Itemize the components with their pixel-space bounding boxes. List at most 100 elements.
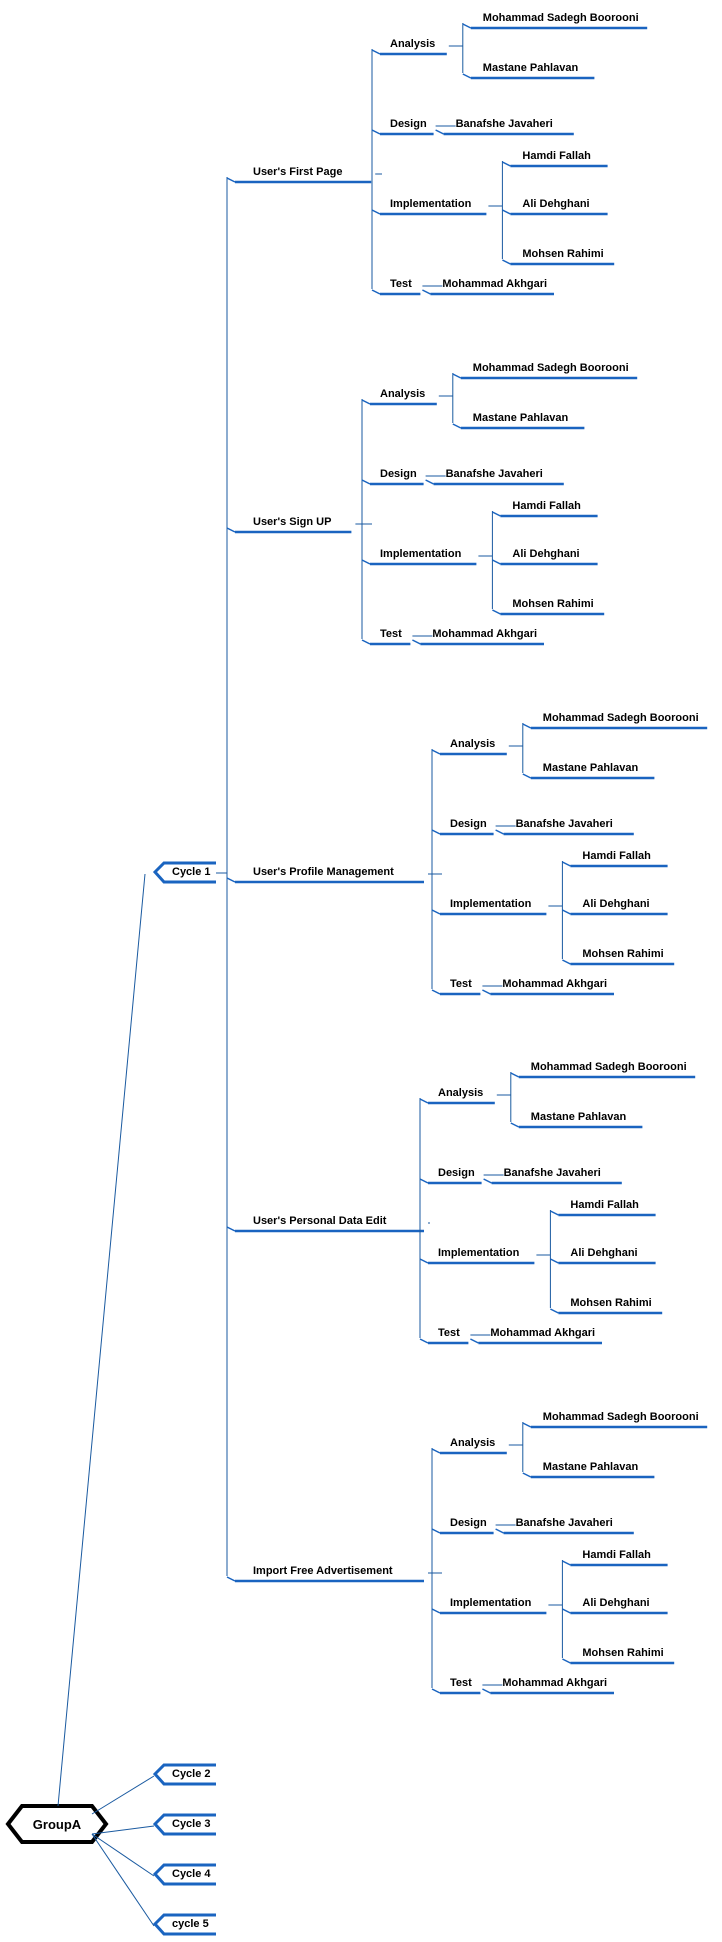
task-node-implementation[interactable]: Implementation: [438, 1247, 520, 1259]
task-node-analysis[interactable]: Analysis: [450, 1437, 495, 1449]
person-node[interactable]: Ali Dehghani: [512, 548, 579, 560]
person-label[interactable]: Mastane Pahlavan: [543, 762, 639, 774]
person-node[interactable]: Banafshe Javaheri: [446, 468, 543, 480]
person-node[interactable]: Mastane Pahlavan: [543, 762, 639, 774]
person-node[interactable]: Mastane Pahlavan: [543, 1461, 639, 1473]
person-label[interactable]: Banafshe Javaheri: [456, 118, 553, 130]
person-label[interactable]: Mohammad Akhgari: [502, 978, 607, 990]
task-label[interactable]: Implementation: [438, 1247, 520, 1259]
task-label[interactable]: Design: [450, 818, 487, 830]
feature-label[interactable]: User's Sign UP: [253, 516, 331, 528]
person-node[interactable]: Ali Dehghani: [582, 898, 649, 910]
person-node[interactable]: Mohammad Sadegh Boorooni: [473, 362, 629, 374]
person-label[interactable]: Mohammad Sadegh Boorooni: [531, 1061, 687, 1073]
person-label[interactable]: Ali Dehghani: [522, 198, 589, 210]
cycle-label[interactable]: Cycle 3: [172, 1818, 211, 1830]
person-label[interactable]: Mohammad Akhgari: [442, 278, 547, 290]
person-node[interactable]: Mastane Pahlavan: [473, 412, 569, 424]
task-node-test[interactable]: Test: [450, 978, 472, 990]
person-label[interactable]: Banafshe Javaheri: [446, 468, 543, 480]
person-label[interactable]: Mohammad Akhgari: [502, 1677, 607, 1689]
feature-label[interactable]: Import Free Advertisement: [253, 1565, 393, 1577]
task-node-design[interactable]: Design: [438, 1167, 475, 1179]
task-label[interactable]: Analysis: [380, 388, 425, 400]
cycle-node-4[interactable]: Cycle 4: [152, 1863, 216, 1886]
person-node[interactable]: Hamdi Fallah: [582, 850, 651, 862]
task-label[interactable]: Implementation: [450, 1597, 532, 1609]
person-node[interactable]: Mastane Pahlavan: [483, 62, 579, 74]
task-label[interactable]: Analysis: [450, 738, 495, 750]
task-label[interactable]: Test: [390, 278, 412, 290]
task-label[interactable]: Design: [438, 1167, 475, 1179]
person-node[interactable]: Mohammad Akhgari: [490, 1327, 595, 1339]
person-label[interactable]: Mohammad Sadegh Boorooni: [543, 1411, 699, 1423]
task-node-analysis[interactable]: Analysis: [438, 1087, 483, 1099]
person-label[interactable]: Mastane Pahlavan: [473, 412, 569, 424]
person-node[interactable]: Mohammad Sadegh Boorooni: [483, 12, 639, 24]
task-label[interactable]: Implementation: [380, 548, 462, 560]
person-label[interactable]: Hamdi Fallah: [582, 850, 651, 862]
task-label[interactable]: Analysis: [450, 1437, 495, 1449]
person-label[interactable]: Mohsen Rahimi: [522, 248, 603, 260]
person-node[interactable]: Banafshe Javaheri: [516, 818, 613, 830]
person-label[interactable]: Hamdi Fallah: [512, 500, 581, 512]
task-label[interactable]: Design: [380, 468, 417, 480]
person-label[interactable]: Mastane Pahlavan: [543, 1461, 639, 1473]
person-node[interactable]: Mohammad Akhgari: [502, 1677, 607, 1689]
feature-label[interactable]: User's Profile Management: [253, 866, 394, 878]
task-node-analysis[interactable]: Analysis: [380, 388, 425, 400]
feature-node-1[interactable]: User's First Page: [253, 166, 342, 178]
cycle-label[interactable]: Cycle 4: [172, 1868, 211, 1880]
person-label[interactable]: Hamdi Fallah: [570, 1199, 639, 1211]
person-node[interactable]: Mohsen Rahimi: [582, 1647, 663, 1659]
task-node-test[interactable]: Test: [380, 628, 402, 640]
task-label[interactable]: Design: [390, 118, 427, 130]
feature-node-4[interactable]: User's Personal Data Edit: [253, 1215, 387, 1227]
root-label[interactable]: GroupA: [33, 1817, 82, 1832]
person-node[interactable]: Banafshe Javaheri: [516, 1517, 613, 1529]
person-node[interactable]: Ali Dehghani: [582, 1597, 649, 1609]
person-node[interactable]: Banafshe Javaheri: [456, 118, 553, 130]
person-node[interactable]: Ali Dehghani: [522, 198, 589, 210]
feature-label[interactable]: User's Personal Data Edit: [253, 1215, 387, 1227]
person-node[interactable]: Mastane Pahlavan: [531, 1111, 627, 1123]
feature-node-2[interactable]: User's Sign UP: [253, 516, 331, 528]
cycle-node-5[interactable]: cycle 5: [152, 1913, 216, 1936]
person-label[interactable]: Mohammad Akhgari: [432, 628, 537, 640]
person-node[interactable]: Mohammad Sadegh Boorooni: [543, 712, 699, 724]
person-node[interactable]: Banafshe Javaheri: [504, 1167, 601, 1179]
person-label[interactable]: Ali Dehghani: [570, 1247, 637, 1259]
cycle-label[interactable]: Cycle 2: [172, 1768, 211, 1780]
task-label[interactable]: Test: [438, 1327, 460, 1339]
feature-label[interactable]: User's First Page: [253, 166, 342, 178]
task-label[interactable]: Design: [450, 1517, 487, 1529]
cycle-label[interactable]: cycle 5: [172, 1918, 209, 1930]
root-node[interactable]: [5, 1804, 109, 1844]
person-label[interactable]: Mohammad Sadegh Boorooni: [543, 712, 699, 724]
task-label[interactable]: Test: [380, 628, 402, 640]
person-label[interactable]: Ali Dehghani: [582, 898, 649, 910]
task-node-design[interactable]: Design: [450, 1517, 487, 1529]
task-node-analysis[interactable]: Analysis: [450, 738, 495, 750]
task-node-implementation[interactable]: Implementation: [450, 1597, 532, 1609]
person-node[interactable]: Mohsen Rahimi: [512, 598, 593, 610]
person-node[interactable]: Mohammad Akhgari: [502, 978, 607, 990]
person-label[interactable]: Mohsen Rahimi: [512, 598, 593, 610]
person-label[interactable]: Mohammad Akhgari: [490, 1327, 595, 1339]
person-label[interactable]: Banafshe Javaheri: [504, 1167, 601, 1179]
cycle-node-3[interactable]: Cycle 3: [152, 1813, 216, 1836]
task-label[interactable]: Test: [450, 978, 472, 990]
person-label[interactable]: Banafshe Javaheri: [516, 818, 613, 830]
task-label[interactable]: Implementation: [390, 198, 472, 210]
task-node-test[interactable]: Test: [438, 1327, 460, 1339]
person-node[interactable]: Mohammad Sadegh Boorooni: [543, 1411, 699, 1423]
person-node[interactable]: Ali Dehghani: [570, 1247, 637, 1259]
person-label[interactable]: Hamdi Fallah: [582, 1549, 651, 1561]
task-node-design[interactable]: Design: [380, 468, 417, 480]
task-node-implementation[interactable]: Implementation: [390, 198, 472, 210]
task-label[interactable]: Test: [450, 1677, 472, 1689]
person-node[interactable]: Hamdi Fallah: [582, 1549, 651, 1561]
task-node-analysis[interactable]: Analysis: [390, 38, 435, 50]
task-node-implementation[interactable]: Implementation: [380, 548, 462, 560]
person-node[interactable]: Mohsen Rahimi: [570, 1297, 651, 1309]
